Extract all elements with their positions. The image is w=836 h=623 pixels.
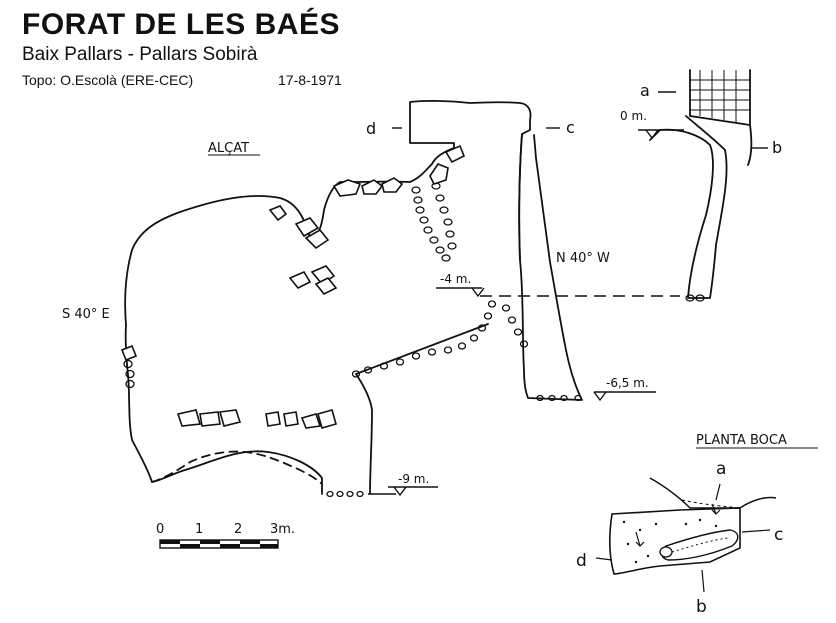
- plan-mark-a: a: [716, 459, 726, 479]
- level-4m: -4 m.: [440, 272, 471, 286]
- page-title: FORAT DE LES BAÉS: [22, 8, 340, 41]
- scale-bar: 0 1 2 3m.: [156, 522, 295, 549]
- rubble-pebbles: [123, 182, 705, 498]
- scale-tick-2: 2: [234, 522, 242, 537]
- survey-credit: Topo: O.Escolà (ERE-CEC): [22, 72, 194, 88]
- plan-mark-d: d: [576, 551, 587, 571]
- section-mark-c: c: [566, 118, 575, 137]
- boulders: [120, 144, 466, 429]
- entrance-wall-top: [689, 69, 751, 126]
- level-lines: [368, 91, 768, 497]
- entrance-wall-right: [747, 69, 753, 166]
- entrance-shaft: [649, 115, 728, 299]
- level-0m: 0 m.: [620, 109, 647, 123]
- cave-outline-main: [124, 100, 583, 495]
- plan-heading: PLANTA BOCA: [696, 433, 787, 448]
- plan-mark-b: b: [696, 597, 707, 617]
- dashed-floor: [151, 450, 323, 485]
- entrance-plan: PLANTA BOCA a b c d: [576, 433, 818, 617]
- level-6-5m: -6,5 m.: [606, 376, 649, 390]
- survey-date: 17-8-1971: [278, 72, 342, 88]
- scale-tick-3: 3m.: [270, 522, 295, 537]
- masonry-hatch: [690, 70, 750, 122]
- elevation-heading: ALÇAT: [208, 141, 249, 156]
- section-mark-a: a: [640, 81, 650, 100]
- section-mark-b: b: [772, 138, 782, 157]
- level-9m: -9 m.: [398, 472, 429, 486]
- direction-left: S 40° E: [62, 307, 110, 322]
- chimney-wall: [518, 133, 523, 261]
- lower-passage-wall: [355, 323, 489, 495]
- plan-mark-c: c: [774, 525, 783, 545]
- direction-right: N 40° W: [556, 251, 610, 266]
- section-mark-d: d: [366, 119, 376, 138]
- page-subtitle: Baix Pallars - Pallars Sobirà: [22, 44, 258, 65]
- scale-tick-1: 1: [195, 522, 203, 537]
- scale-tick-0: 0: [156, 522, 164, 537]
